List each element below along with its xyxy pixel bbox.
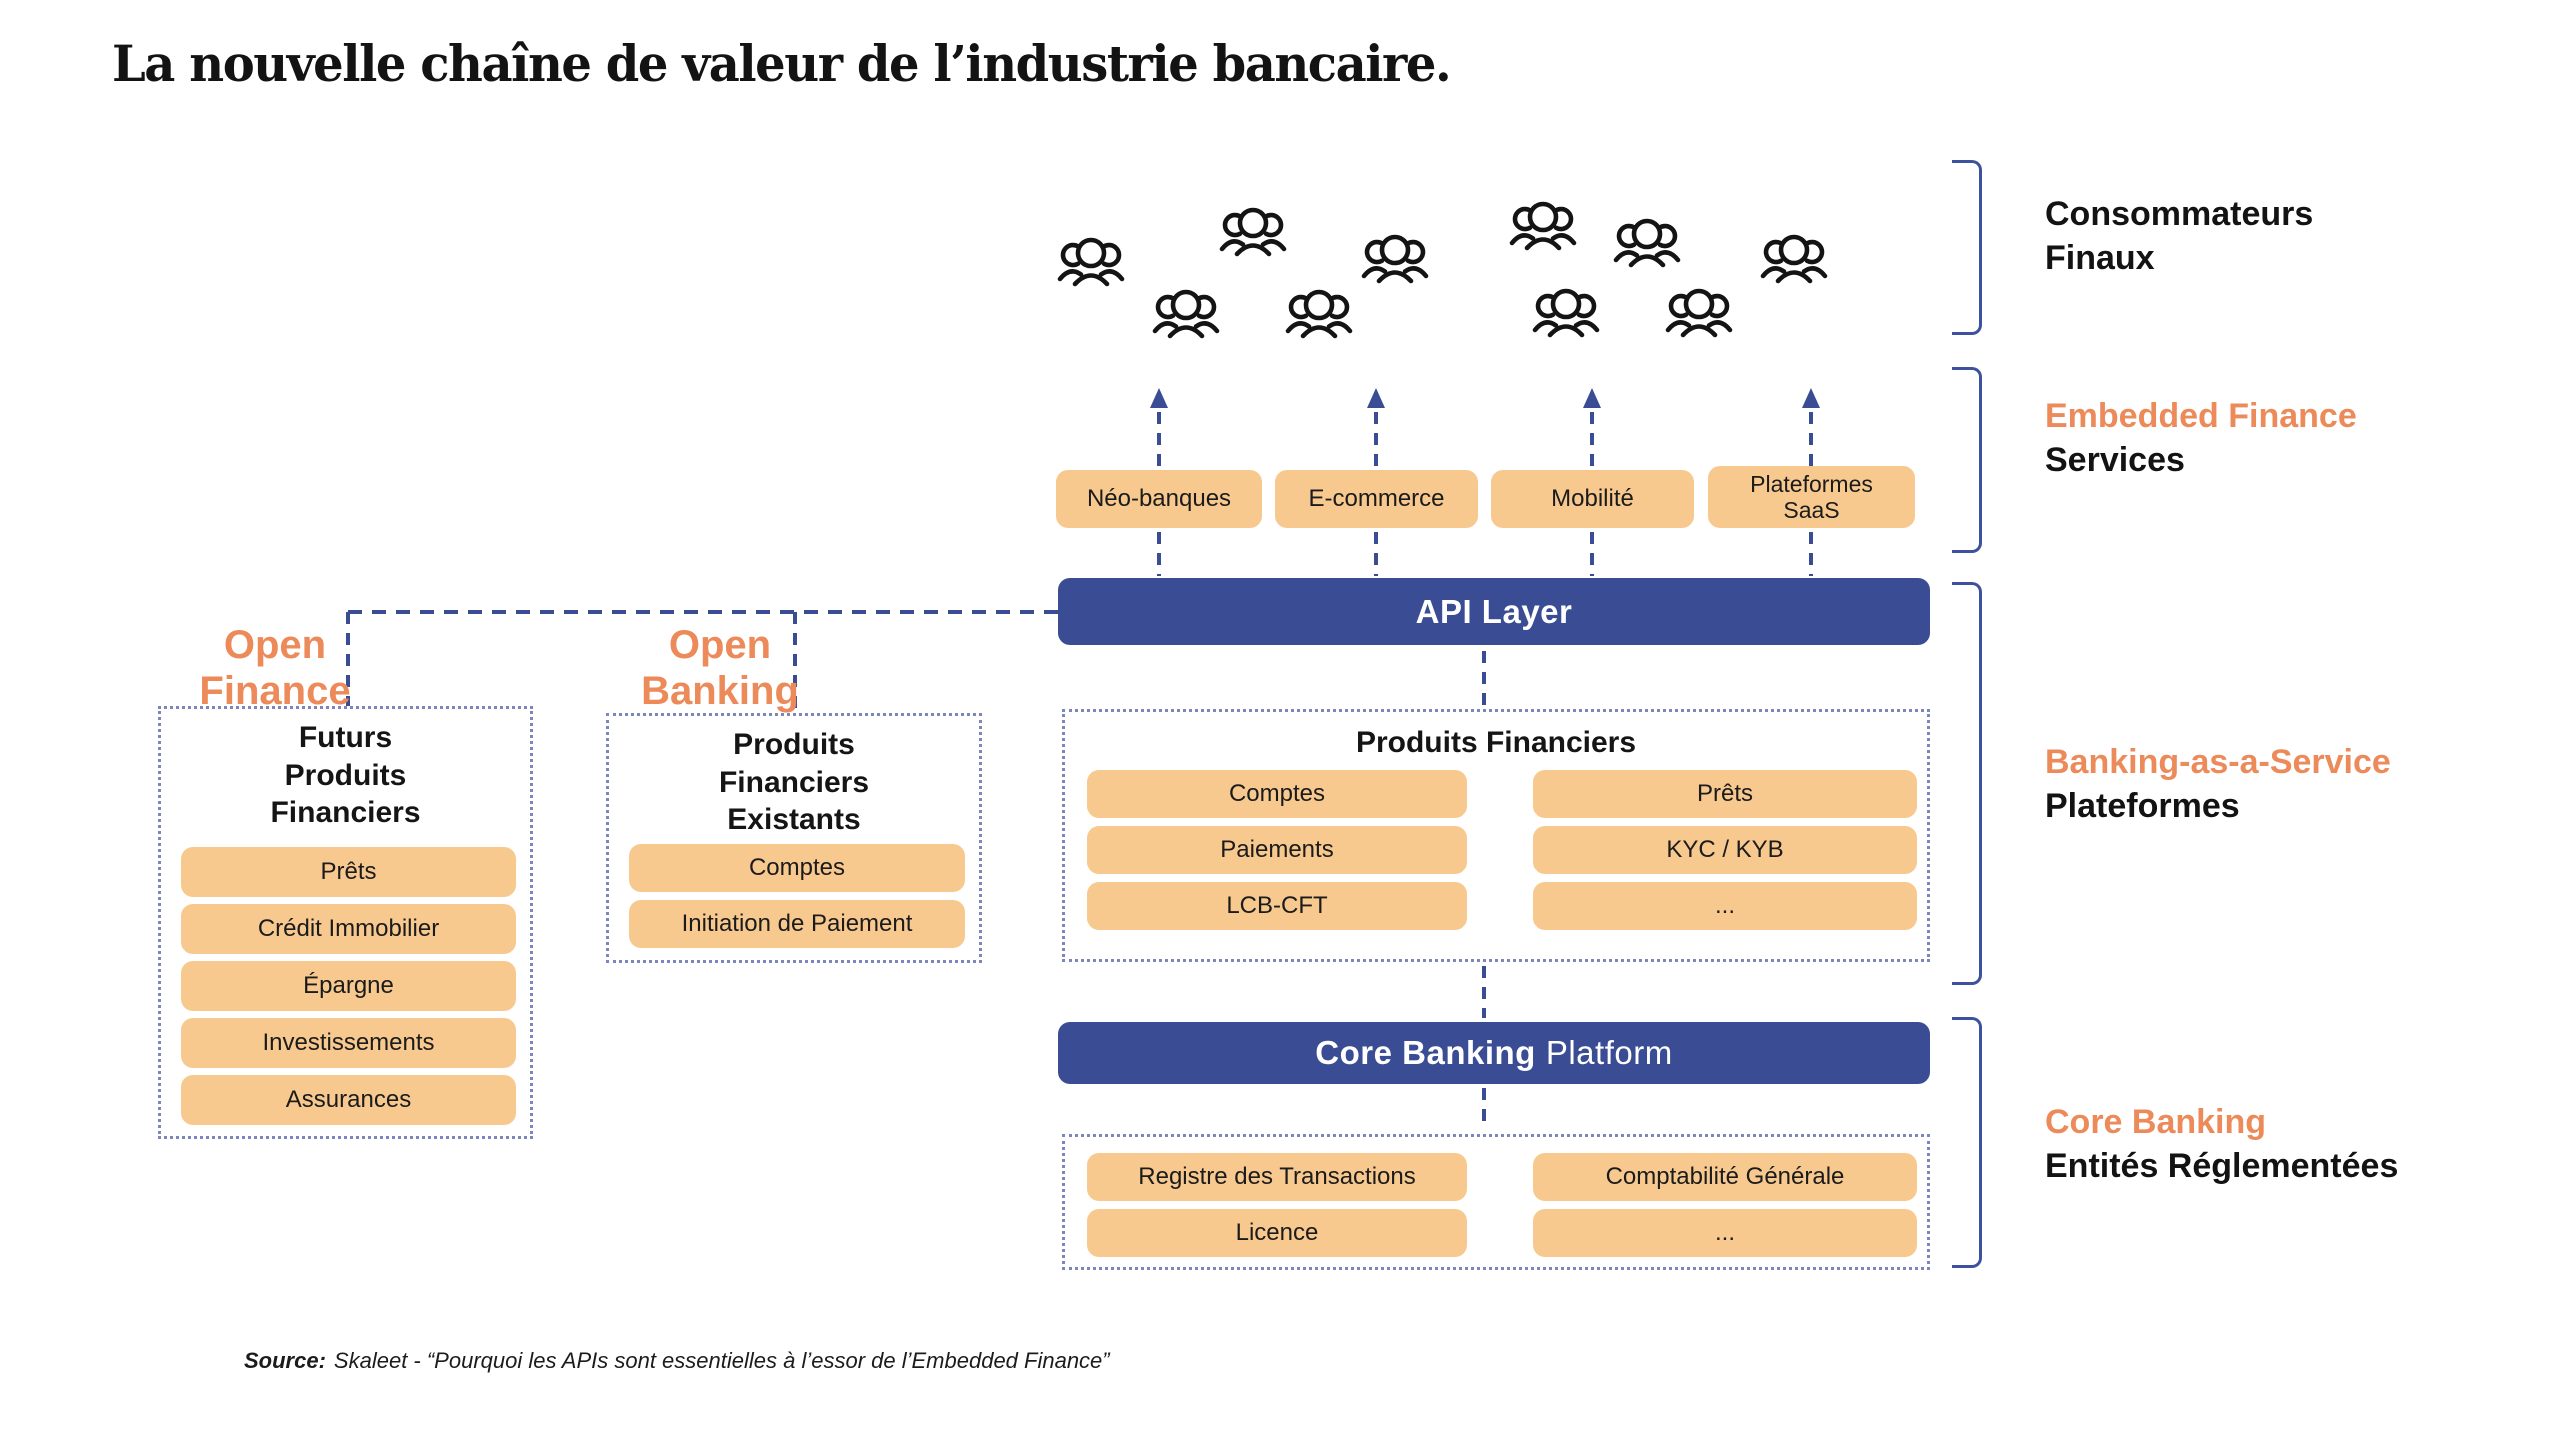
api-layer-label: API Layer: [1415, 592, 1573, 630]
up-arrow-icon: [1367, 388, 1385, 408]
dashed-connector: [1482, 966, 1486, 1018]
service-box-ecommerce: E-commerce: [1275, 470, 1478, 528]
open-banking-panel-title: Produits Financiers Existants: [718, 728, 870, 836]
users-group-icon: [1509, 200, 1577, 256]
dashed-connector: [348, 610, 1058, 614]
users-group-icon: [1760, 233, 1828, 289]
users-group-icon: [1613, 217, 1681, 273]
users-group-icon: [1285, 288, 1353, 344]
of-box-prets: Prêts: [181, 847, 516, 897]
dashed-connector: [1157, 532, 1161, 576]
label-embedded-finance-services: Embedded Finance Services: [2045, 397, 2357, 480]
service-box-mobilite: Mobilité: [1491, 470, 1694, 528]
dashed-connector: [1482, 1088, 1486, 1130]
cb-box-registre: Registre des Transactions: [1087, 1153, 1467, 1201]
produits-financiers-title: Produits Financiers: [1355, 726, 1637, 759]
bracket-embedded-finance: [1952, 367, 1982, 553]
bracket-baas: [1952, 582, 1982, 985]
label-baas-plateformes: Banking-as-a-Service Plateformes: [2045, 743, 2391, 826]
dashed-connector: [793, 612, 797, 713]
core-banking-platform-bar: Core Banking Platform: [1058, 1022, 1930, 1084]
dashed-connector: [1809, 412, 1813, 468]
cb-box-more: ...: [1533, 1209, 1917, 1257]
dashed-connector: [1374, 412, 1378, 468]
dashed-connector: [1482, 651, 1486, 707]
dashed-connector: [1590, 532, 1594, 576]
open-finance-label: Open Finance: [199, 623, 351, 713]
of-box-assurances: Assurances: [181, 1075, 516, 1125]
pf-box-lcbcft: LCB-CFT: [1087, 882, 1467, 930]
open-finance-panel-title: Futurs Produits Financiers: [270, 721, 421, 829]
open-banking-panel: Produits Financiers Existants Comptes In…: [606, 713, 982, 963]
cb-box-licence: Licence: [1087, 1209, 1467, 1257]
ob-box-comptes: Comptes: [629, 844, 965, 892]
page-title: La nouvelle chaîne de valeur de l’indust…: [112, 34, 1452, 93]
dashed-connector: [346, 612, 350, 706]
dashed-connector: [1157, 412, 1161, 468]
ob-box-initiation-paiement: Initiation de Paiement: [629, 900, 965, 948]
users-group-icon: [1361, 233, 1429, 289]
of-box-credit-immobilier: Crédit Immobilier: [181, 904, 516, 954]
dashed-connector: [1374, 532, 1378, 576]
label-core-banking-entites: Core Banking Entités Réglementées: [2045, 1103, 2399, 1186]
pf-box-more: ...: [1533, 882, 1917, 930]
produits-financiers-panel: Produits Financiers Comptes Paiements LC…: [1062, 709, 1930, 962]
core-banking-panel: Registre des Transactions Licence Compta…: [1062, 1134, 1930, 1270]
core-banking-bar-bold: Core Banking: [1315, 1034, 1536, 1071]
bracket-core-banking: [1952, 1017, 1982, 1268]
users-group-icon: [1665, 287, 1733, 343]
dashed-connector: [1809, 532, 1813, 576]
dashed-connector: [1590, 412, 1594, 468]
source-line: Source: Skaleet - “Pourquoi les APIs sont…: [244, 1348, 1110, 1374]
pf-box-prets: Prêts: [1533, 770, 1917, 818]
up-arrow-icon: [1802, 388, 1820, 408]
source-prefix: Source:: [244, 1348, 326, 1373]
label-consommateurs-finaux: Consommateurs Finaux: [2045, 195, 2314, 278]
users-group-icon: [1057, 236, 1125, 292]
up-arrow-icon: [1150, 388, 1168, 408]
open-finance-panel: Futurs Produits Financiers Prêts Crédit …: [158, 706, 533, 1139]
up-arrow-icon: [1583, 388, 1601, 408]
api-layer-bar: API Layer: [1058, 578, 1930, 645]
pf-box-paiements: Paiements: [1087, 826, 1467, 874]
core-banking-bar-regular: Platform: [1545, 1034, 1673, 1071]
users-group-icon: [1532, 287, 1600, 343]
bracket-consommateurs: [1952, 160, 1982, 335]
users-group-icon: [1152, 288, 1220, 344]
of-box-epargne: Épargne: [181, 961, 516, 1011]
pf-box-kyc-kyb: KYC / KYB: [1533, 826, 1917, 874]
open-banking-label: Open Banking: [641, 623, 799, 713]
service-box-plateformes-saas: Plateformes SaaS: [1708, 466, 1915, 528]
cb-box-comptabilite: Comptabilité Générale: [1533, 1153, 1917, 1201]
service-box-neobanques: Néo-banques: [1056, 470, 1262, 528]
users-group-icon: [1219, 206, 1287, 262]
source-text: Skaleet - “Pourquoi les APIs sont essent…: [333, 1348, 1110, 1373]
pf-box-comptes: Comptes: [1087, 770, 1467, 818]
of-box-investissements: Investissements: [181, 1018, 516, 1068]
